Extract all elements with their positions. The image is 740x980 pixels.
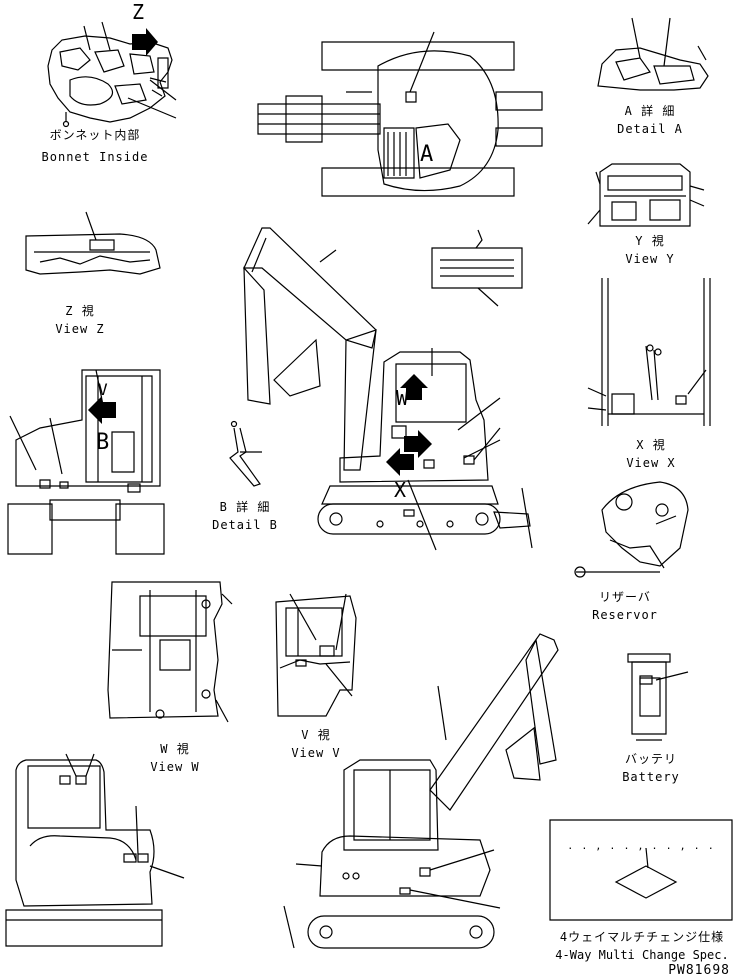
view-w-label-jp: W 視 [160,742,190,756]
reservor-label-en: Reservor [592,608,658,622]
bonnet-label-en: Bonnet Inside [41,150,149,164]
view-v-label-en: View V [291,746,341,760]
arrow-left-icon [88,396,116,424]
view-key-x: X [394,478,407,502]
top-view-drawing [258,32,542,196]
multi-change-label-jp: 4ウェイマルチチェンジ仕様 [559,930,725,944]
arrow-up-icon [400,374,428,400]
view-x-drawing [588,278,710,426]
battery-drawing [628,654,688,740]
view-z-label-jp: Z 視 [65,304,95,318]
detail-a-drawing [598,18,708,90]
view-y-label-jp: Y 視 [635,234,665,248]
reservor-label-jp: リザーバ [599,590,651,604]
battery-label-jp: バッテリ [624,752,677,766]
front-view-drawing [8,370,164,554]
view-key-w: W [396,386,409,410]
view-z-drawing [26,212,160,274]
arrow-right-icon [132,28,158,56]
view-y-label-en: View Y [625,252,675,266]
view-v-label-jp: V 視 [301,728,331,742]
multi-change-dots: . . , . . , . . , . . [567,841,715,852]
bonnet-inside-drawing [48,22,176,127]
battery-label-en: Battery [622,770,680,784]
multi-change-box-drawing [550,820,732,920]
detail-b-drawing [230,422,262,487]
view-x-label-jp: X 視 [636,438,666,452]
label-sheet-drawing [432,230,522,306]
view-v-drawing [276,594,356,716]
multi-change-label-en: 4-Way Multi Change Spec. [555,948,729,962]
arrow-left-icon [386,448,414,476]
view-x-label-en: View X [626,456,676,470]
detail-b-label-jp: B 詳 細 [219,500,271,514]
rear-view-drawing [6,754,184,946]
detail-b-label-en: Detail B [212,518,278,532]
lower-excavator-drawing [284,634,558,948]
view-w-drawing [108,582,232,722]
main-excavator-drawing [244,228,532,550]
drawing-number: PW81698 [668,963,730,978]
view-key-a: A [420,142,434,167]
view-key-b: B [96,430,110,455]
arrow-right-icon [404,430,432,458]
detail-a-label-en: Detail A [617,122,683,136]
bonnet-label-jp: ボンネット内部 [49,128,141,142]
view-key-z: Z [132,0,145,24]
view-z-label-en: View Z [55,322,105,336]
reservor-drawing [575,482,688,577]
view-key-v: V [98,380,108,399]
view-w-label-en: View W [150,760,200,774]
view-y-drawing [588,164,704,226]
detail-a-label-jp: A 詳 細 [624,104,676,118]
